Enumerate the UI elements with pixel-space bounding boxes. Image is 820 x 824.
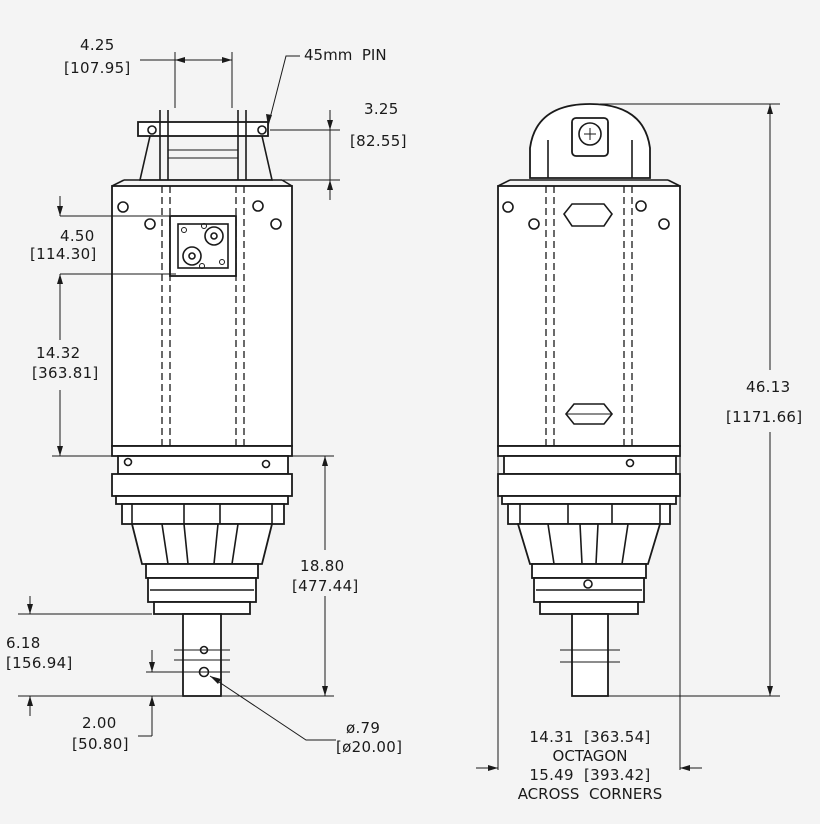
across-corners-label: ACROSS CORNERS bbox=[518, 785, 663, 803]
side-drive-shaft bbox=[560, 613, 620, 697]
drive-shaft bbox=[174, 613, 230, 697]
shaft-length-dim bbox=[18, 596, 182, 716]
upper-offset-metric: [114.30] bbox=[30, 245, 97, 263]
upper-offset-dim bbox=[57, 196, 176, 275]
pin-bracket bbox=[137, 110, 274, 181]
side-gearbox bbox=[497, 445, 681, 615]
pin-leader bbox=[266, 55, 300, 127]
octagon-label: OCTAGON bbox=[553, 747, 628, 765]
hole-offset-imperial: 2.00 bbox=[82, 714, 117, 732]
upper-offset-imperial: 4.50 bbox=[60, 227, 95, 245]
pin-label: 45mm PIN bbox=[304, 46, 387, 64]
hole-dia-leader bbox=[209, 675, 336, 741]
octagon-dim: 14.31 [363.54] bbox=[529, 728, 650, 746]
hole-dia-metric: [ø20.00] bbox=[336, 738, 402, 756]
motor-height-metric: [363.81] bbox=[32, 364, 99, 382]
motor-height-imperial: 14.32 bbox=[36, 344, 80, 362]
pin-spacing-metric: [107.95] bbox=[64, 59, 131, 77]
gearbox bbox=[111, 445, 293, 615]
front-view: 4.25 [107.95] 45mm PIN 3.25 [82.55] 4.50… bbox=[6, 36, 407, 756]
pin-spacing-imperial: 4.25 bbox=[80, 36, 115, 54]
motor-height-dim bbox=[52, 274, 118, 457]
hole-offset-metric: [50.80] bbox=[72, 735, 129, 753]
shaft-length-imperial: 6.18 bbox=[6, 634, 41, 652]
shaft-length-metric: [156.94] bbox=[6, 654, 73, 672]
hole-offset-dim bbox=[138, 650, 184, 737]
pin-height-dim bbox=[270, 110, 340, 200]
overall-height-metric: [1171.66] bbox=[726, 408, 802, 426]
overall-height-imperial: 46.13 bbox=[746, 378, 790, 396]
lower-height-metric: [477.44] bbox=[292, 577, 359, 595]
pin-height-imperial: 3.25 bbox=[364, 100, 399, 118]
port-block bbox=[169, 215, 237, 277]
side-view: 46.13 [1171.66] 14.31 [363.54] OCTAGON 1… bbox=[476, 103, 802, 803]
across-corners-dim: 15.49 [393.42] bbox=[529, 766, 650, 784]
overall-height-dim bbox=[600, 103, 780, 697]
width-dims bbox=[476, 456, 702, 771]
side-motor-housing bbox=[497, 179, 681, 447]
lower-height-imperial: 18.80 bbox=[300, 557, 344, 575]
hole-dia-imperial: ø.79 bbox=[346, 719, 380, 737]
pin-spacing-dim bbox=[140, 52, 233, 108]
pin-height-metric: [82.55] bbox=[350, 132, 407, 150]
pin-lug bbox=[529, 103, 651, 179]
